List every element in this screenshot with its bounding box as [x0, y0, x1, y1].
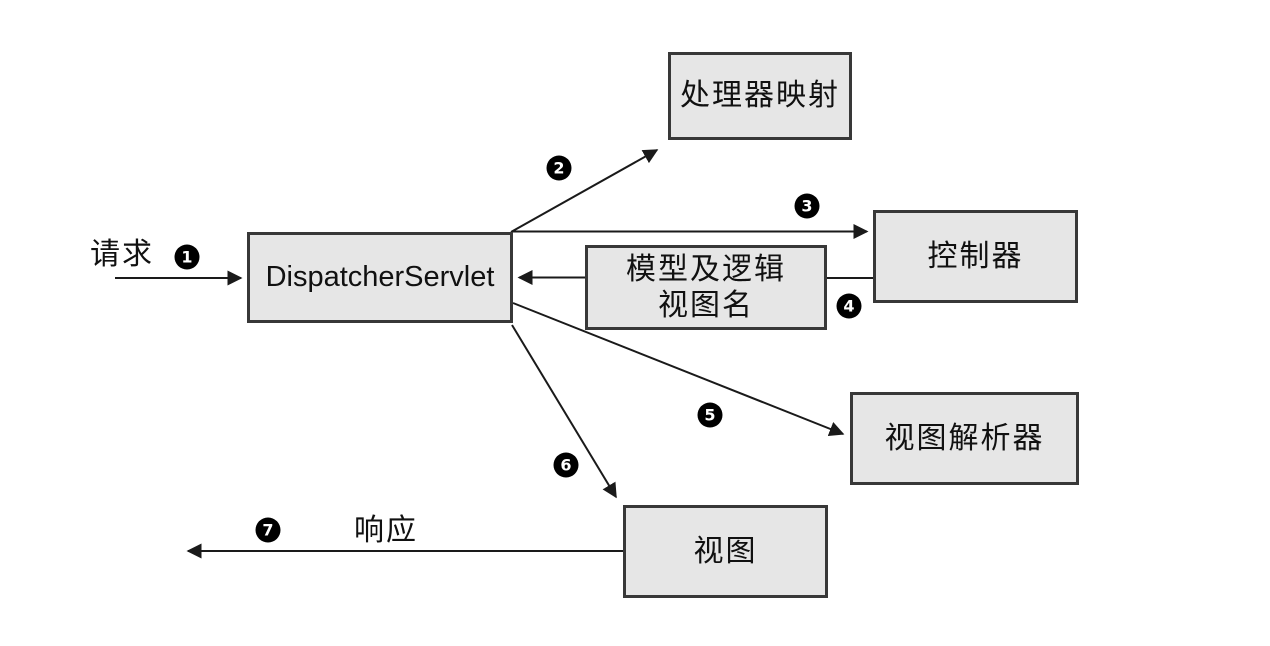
node-controller-label: 控制器: [927, 239, 1024, 273]
edge-step6-arrow: [511, 324, 617, 499]
edge-step2-arrow: [510, 149, 659, 233]
node-view-label: 视图: [693, 534, 758, 568]
step-badge-2: 2: [546, 155, 572, 181]
step-badge-7: 7: [255, 517, 281, 543]
node-view: 视图: [623, 505, 828, 598]
node-model-and-view-name-label-line2: 视图名: [658, 288, 754, 322]
node-view-resolver: 视图解析器: [850, 392, 1079, 485]
step-badge-3: 3: [794, 193, 820, 219]
request-label: 请求: [90, 238, 154, 271]
step-badge-4: 4: [836, 293, 862, 319]
response-label: 响应: [354, 514, 418, 547]
node-model-and-view-name: 模型及逻辑 视图名: [585, 245, 827, 330]
step-badge-6: 6: [553, 452, 579, 478]
node-model-and-view-name-label-line1: 模型及逻辑: [626, 253, 786, 287]
node-controller: 控制器: [873, 210, 1078, 303]
step-badge-1: 1: [174, 244, 200, 270]
node-handler-mapping: 处理器映射: [668, 52, 852, 140]
node-dispatcherservlet-label: DispatcherServlet: [265, 261, 495, 294]
edge-step5-arrow: [512, 302, 845, 436]
node-handler-mapping-label: 处理器映射: [680, 79, 840, 113]
node-view-resolver-label: 视图解析器: [884, 421, 1045, 455]
step-badge-5: 5: [697, 402, 723, 428]
node-dispatcherservlet: DispatcherServlet: [247, 232, 513, 323]
